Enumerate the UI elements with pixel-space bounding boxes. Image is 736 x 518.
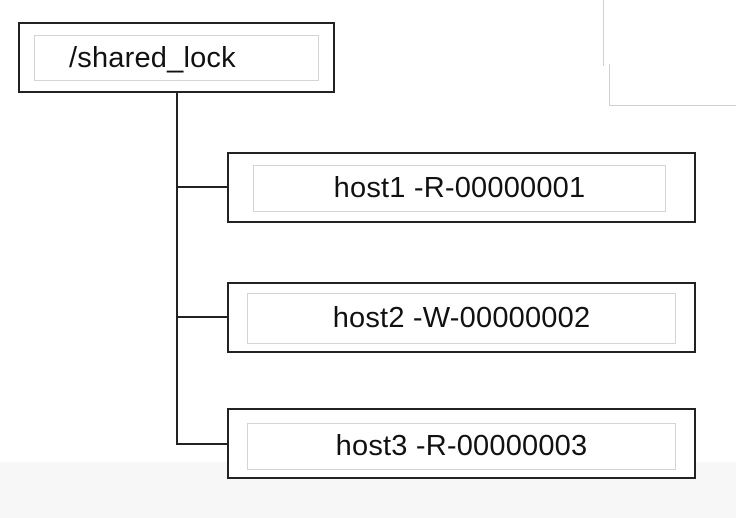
cropped-frame-left-edge-lower: [609, 64, 610, 106]
child-node-host2-label: host2 -W-00000002: [247, 293, 676, 344]
child-node-host2: host2 -W-00000002: [227, 282, 696, 353]
child-node-host1-label: host1 -R-00000001: [253, 165, 666, 212]
child-node-host1: host1 -R-00000001: [227, 152, 696, 223]
cropped-frame-left-edge: [603, 0, 604, 66]
tree-trunk-line: [176, 93, 178, 445]
child-node-host3: host3 -R-00000003: [227, 408, 696, 479]
root-node: /shared_lock: [18, 22, 335, 93]
branch-line-host3: [176, 443, 229, 445]
root-node-label: /shared_lock: [34, 35, 319, 81]
cropped-frame-bottom-edge: [609, 105, 736, 106]
child-node-host3-label: host3 -R-00000003: [247, 423, 676, 470]
branch-line-host1: [176, 186, 229, 188]
branch-line-host2: [176, 316, 229, 318]
